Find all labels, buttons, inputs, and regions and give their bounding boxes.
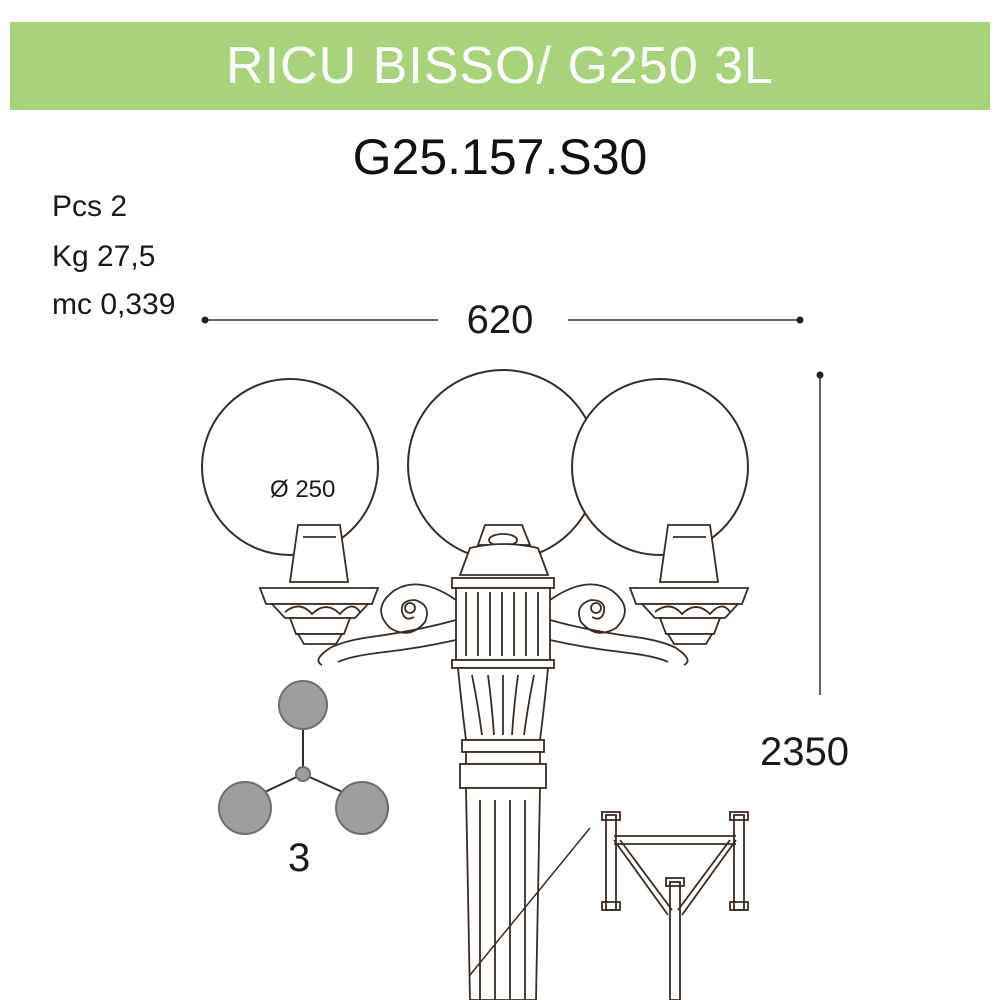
left-lamp-holder bbox=[258, 524, 380, 645]
spec-volume: mc 0,339 bbox=[52, 288, 176, 321]
right-lamp-holder bbox=[628, 524, 750, 645]
arm-globe-right bbox=[335, 781, 389, 835]
break-line bbox=[469, 827, 591, 976]
height-dimension-label: 2350 bbox=[760, 730, 849, 774]
spec-weight: Kg 27,5 bbox=[52, 240, 156, 273]
product-code: G25.157.S30 bbox=[352, 129, 648, 185]
height-dimension-line bbox=[816, 371, 824, 695]
title-banner: RICU BISSO/ G250 3L bbox=[10, 22, 990, 110]
arms-count-label: 3 bbox=[288, 836, 311, 880]
arm-hub bbox=[295, 766, 311, 782]
arm-globe-top bbox=[278, 680, 328, 730]
right-scroll-arm bbox=[549, 583, 689, 666]
left-scroll-arm bbox=[317, 583, 457, 666]
globe-diameter-label: Ø 250 bbox=[270, 476, 336, 503]
spec-pieces: Pcs 2 bbox=[52, 190, 128, 223]
arm-globe-left bbox=[218, 781, 272, 835]
right-globe bbox=[571, 378, 749, 556]
width-dimension-line bbox=[201, 316, 804, 324]
base-anchor-diagram bbox=[601, 811, 749, 1000]
left-globe bbox=[201, 378, 379, 556]
width-dimension-label: 620 bbox=[466, 298, 534, 342]
central-column-body bbox=[457, 667, 549, 1000]
product-title: RICU BISSO/ G250 3L bbox=[226, 37, 774, 95]
arms-layout-diagram bbox=[218, 680, 389, 835]
central-column-head bbox=[451, 524, 555, 669]
